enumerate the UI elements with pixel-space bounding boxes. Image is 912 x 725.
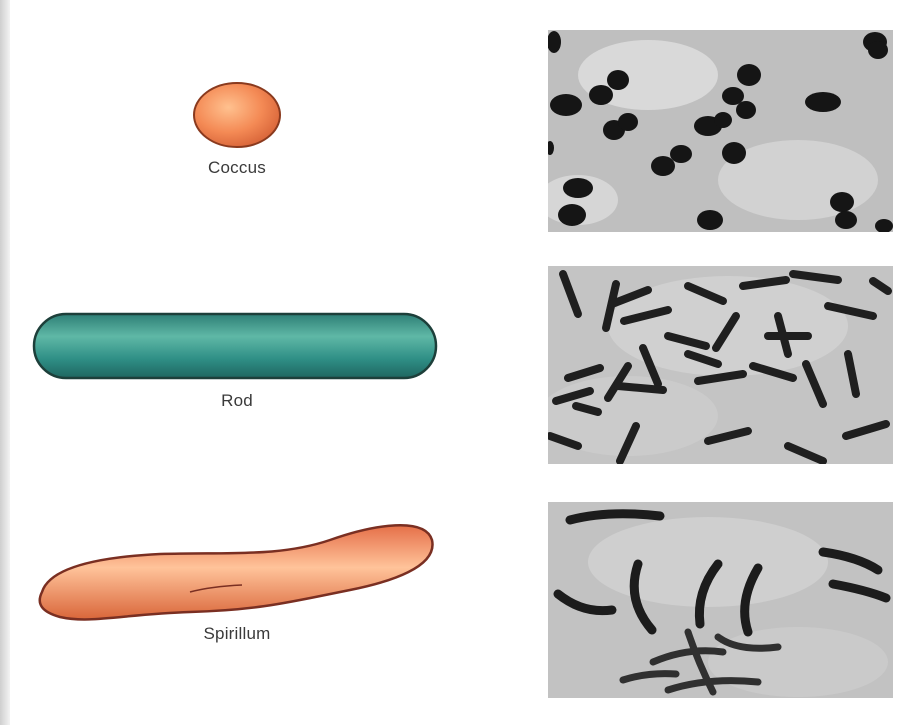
page-edge: [0, 0, 10, 725]
coccus-label: Coccus: [157, 158, 317, 178]
spirillum-micrograph: [548, 502, 893, 698]
rod-micrograph: [548, 266, 893, 464]
spirillum-label: Spirillum: [157, 624, 317, 644]
coccus-micrograph: [548, 30, 893, 232]
spirillum-drawing: [30, 512, 442, 632]
rod-drawing: [30, 310, 442, 384]
coccus-drawing: [188, 80, 288, 150]
rod-label: Rod: [157, 391, 317, 411]
